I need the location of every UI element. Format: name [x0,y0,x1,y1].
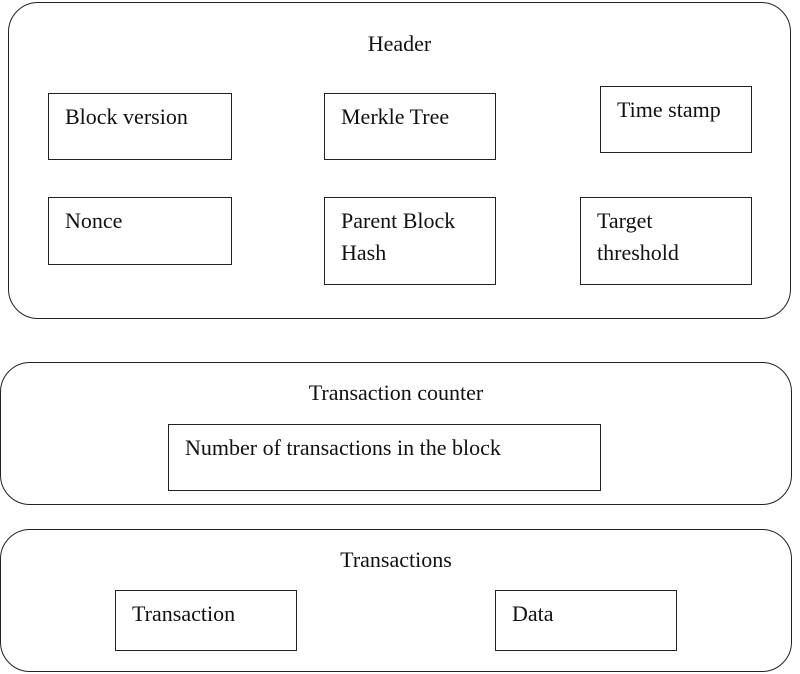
data-label: Data [512,601,554,626]
target-threshold-label-line1: Target [597,208,653,233]
target-threshold-box: Target threshold [580,197,752,285]
transaction-count-box: Number of transactions in the block [168,424,601,491]
parent-block-hash-label-line2: Hash [341,240,387,265]
transaction-box: Transaction [115,590,297,651]
nonce-box: Nonce [48,197,232,265]
merkle-tree-box: Merkle Tree [324,93,496,160]
transaction-counter-title: Transaction counter [308,380,484,405]
time-stamp-box: Time stamp [600,86,752,153]
merkle-tree-label: Merkle Tree [341,104,450,129]
block-version-box: Block version [48,93,232,160]
transaction-label: Transaction [132,601,236,626]
transaction-count-label: Number of transactions in the block [185,435,501,460]
transactions-title: Transactions [340,547,452,572]
target-threshold-label-line2: threshold [597,240,679,265]
parent-block-hash-label-line1: Parent Block [341,208,456,233]
header-title: Header [367,31,432,56]
time-stamp-label: Time stamp [617,97,721,122]
parent-block-hash-box: Parent Block Hash [324,197,496,285]
nonce-label: Nonce [65,208,123,233]
block-version-label: Block version [65,104,188,129]
data-box: Data [495,590,677,651]
